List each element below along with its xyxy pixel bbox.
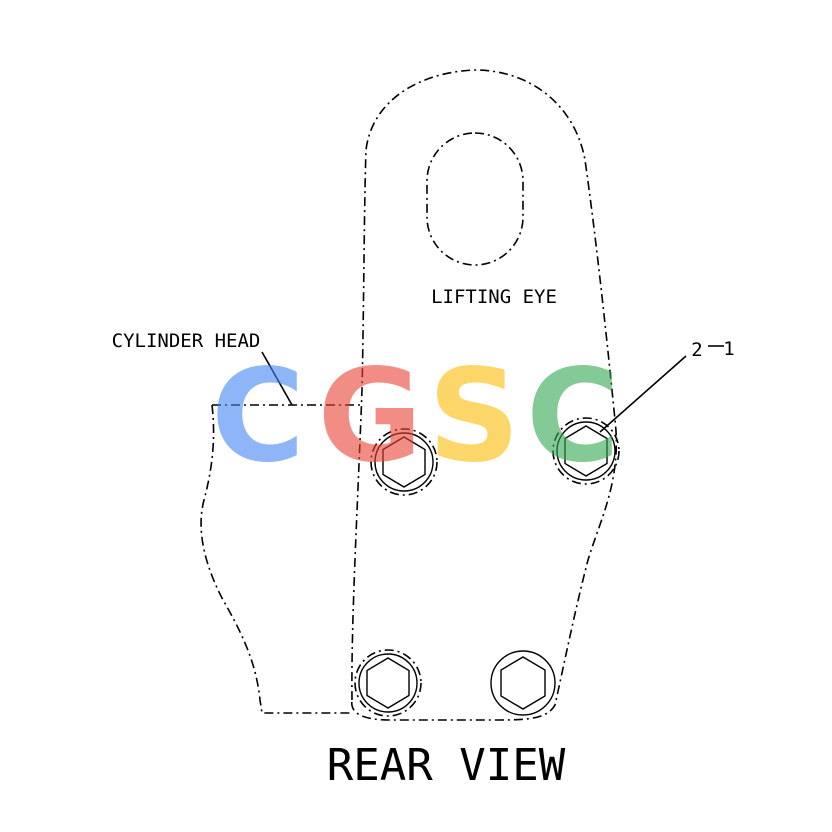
callout-number-2: 2 (691, 339, 702, 361)
bolt-upper-left (370, 428, 438, 496)
lifting-eye-plate-outline (351, 69, 618, 721)
hex-head-icon (366, 657, 410, 709)
callout-number-1: 1 (723, 338, 734, 360)
bolt-washer-outline (354, 649, 422, 717)
bolt-upper-right (552, 417, 620, 485)
leader-line-callout (599, 355, 687, 433)
watermark-letter-1: C (211, 342, 305, 491)
watermark: C G S C (211, 342, 620, 491)
hex-head-icon (500, 656, 546, 710)
leader-line-cylinder-head (261, 351, 293, 406)
bolt-washer-outline (370, 428, 438, 496)
watermark-letter-4: C (526, 342, 620, 491)
bolt-washer (374, 432, 434, 492)
hex-head-icon (564, 425, 608, 477)
lifting-eye-label: LIFTING EYE (431, 286, 557, 308)
bolt-washer (556, 421, 616, 481)
bolt-lower-right (490, 650, 556, 716)
hex-head-icon (382, 436, 426, 488)
lifting-eye-slot (426, 132, 524, 266)
bolt-washer (490, 650, 556, 716)
view-title: REAR VIEW (327, 740, 566, 791)
watermark-letter-2: G (317, 342, 422, 491)
cylinder-head-outline (200, 404, 360, 714)
bolt-washer (358, 653, 418, 713)
cylinder-head-label: CYLINDER HEAD (112, 330, 261, 352)
bolt-lower-left (354, 649, 422, 717)
watermark-letter-3: S (428, 342, 520, 491)
bolt-washer-outline (552, 417, 620, 485)
